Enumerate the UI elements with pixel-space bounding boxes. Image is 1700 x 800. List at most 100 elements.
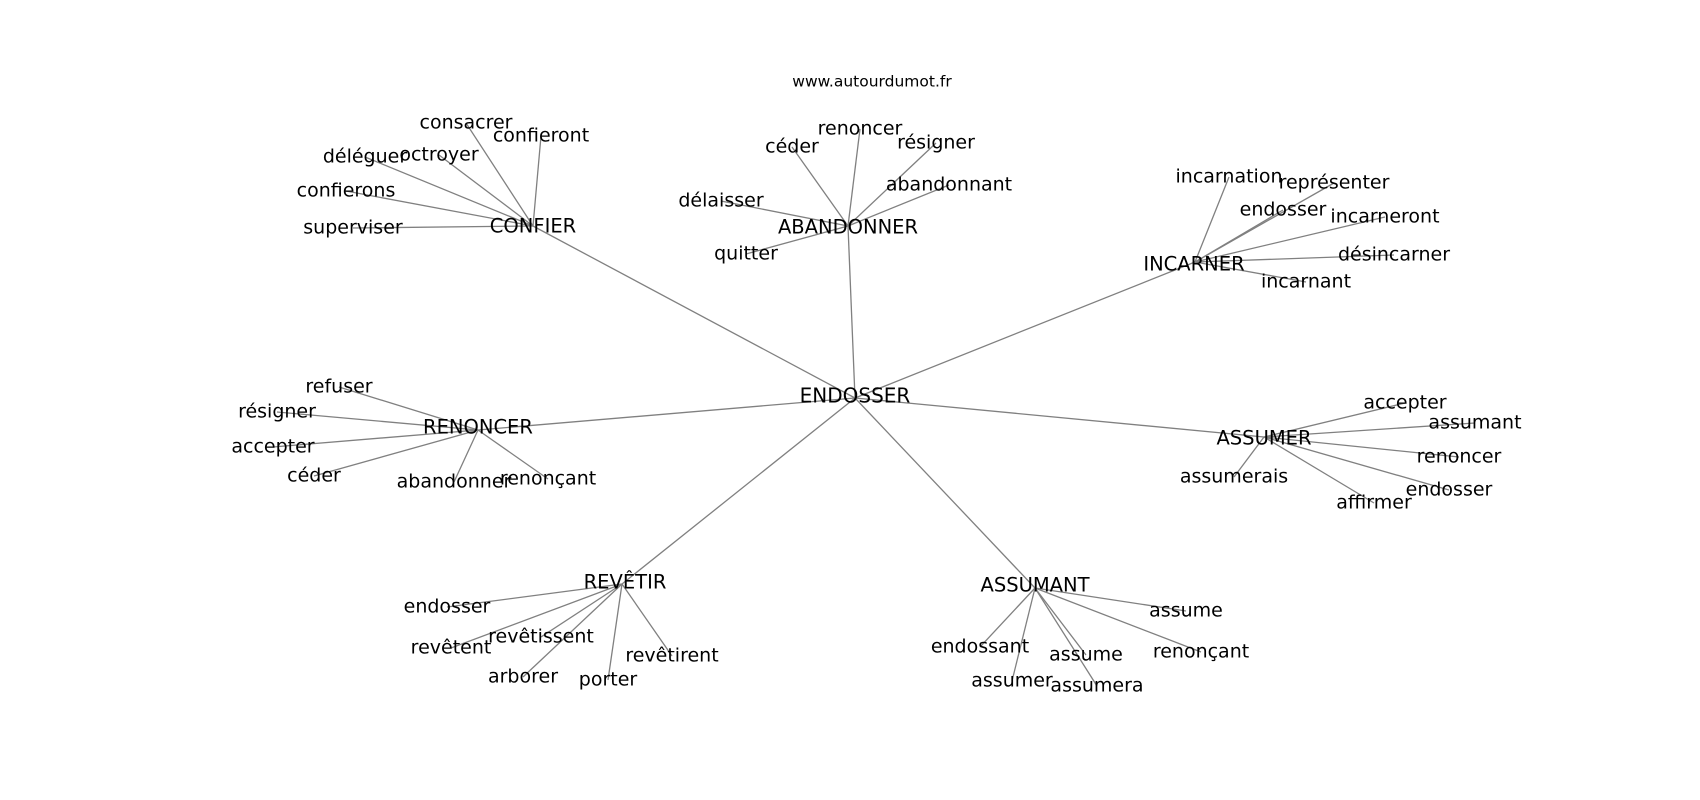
leaf-node-label[interactable]: assume — [1149, 600, 1223, 622]
edge-revêtir-leaf-2 — [540, 583, 623, 638]
leaf-node-label[interactable]: endosser — [1406, 479, 1493, 501]
edge-confier-leaf-3 — [438, 154, 534, 227]
leaf-node-label[interactable]: endossant — [931, 636, 1029, 658]
edge-incarner-leaf-0 — [1194, 176, 1230, 263]
leaf-node-label[interactable]: refuser — [305, 376, 372, 398]
leaf-node-label[interactable]: céder — [765, 136, 819, 158]
leaf-node-label[interactable]: renonçant — [500, 468, 596, 490]
edge-assumant-leaf-2 — [1034, 587, 1087, 656]
leaf-node-label[interactable]: superviser — [303, 217, 403, 239]
leaf-node-label[interactable]: accepter — [231, 436, 314, 458]
edge-abandonner-leaf-0 — [847, 128, 861, 227]
leaf-node-label[interactable]: consacrer — [420, 112, 513, 134]
edge-confier-leaf-2 — [364, 156, 534, 227]
edge-renoncer-leaf-1 — [276, 411, 479, 431]
edge-confier-leaf-5 — [352, 225, 534, 229]
leaf-node-label[interactable]: assumant — [1428, 412, 1521, 434]
leaf-node-label[interactable]: quitter — [714, 243, 778, 265]
edge-incarner-leaf-3 — [1194, 216, 1386, 263]
graph-edges — [272, 122, 1476, 687]
edge-center-abandonner — [847, 225, 856, 399]
leaf-node-label[interactable]: accepter — [1363, 392, 1446, 414]
leaf-node-label[interactable]: déléguer — [323, 146, 408, 168]
leaf-node-label[interactable]: revêtirent — [625, 645, 718, 667]
edge-assumer-leaf-1 — [1263, 422, 1476, 438]
edge-revêtir-leaf-4 — [522, 583, 623, 678]
edge-renoncer-leaf-2 — [272, 429, 479, 448]
edge-assumant-leaf-4 — [1011, 587, 1036, 682]
hub-node-label-assumer[interactable]: ASSUMER — [1216, 427, 1311, 450]
leaf-node-label[interactable]: renoncer — [818, 118, 903, 140]
edge-renoncer-leaf-4 — [453, 429, 479, 483]
edge-assumer-leaf-5 — [1263, 436, 1375, 504]
leaf-node-label[interactable]: désincarner — [1338, 244, 1450, 266]
site-label: www.autourdumot.fr — [792, 73, 952, 91]
edge-revêtir-leaf-5 — [607, 583, 623, 681]
edge-abandonner-leaf-4 — [720, 200, 849, 227]
edge-renoncer-leaf-0 — [338, 386, 479, 431]
leaf-node-label[interactable]: délaisser — [678, 190, 763, 212]
center-node-label[interactable]: ENDOSSER — [800, 384, 911, 408]
leaf-node-label[interactable]: résigner — [897, 132, 975, 154]
edge-abandonner-leaf-1 — [791, 146, 849, 227]
leaf-node-label[interactable]: renonçant — [1153, 641, 1249, 663]
edge-assumer-leaf-4 — [1263, 436, 1450, 491]
edge-assumer-leaf-0 — [1263, 402, 1406, 438]
leaf-node-label[interactable]: représenter — [1279, 172, 1390, 194]
edge-center-revêtir — [621, 397, 856, 585]
edge-revêtir-leaf-0 — [446, 583, 623, 608]
edge-assumer-leaf-3 — [1233, 436, 1265, 478]
leaf-node-label[interactable]: assumer — [971, 670, 1053, 692]
leaf-node-label[interactable]: céder — [287, 465, 341, 487]
hub-node-label-assumant[interactable]: ASSUMANT — [980, 574, 1089, 597]
hub-node-label-incarner[interactable]: INCARNER — [1143, 253, 1244, 276]
edge-center-assumer — [854, 397, 1265, 438]
leaf-node-label[interactable]: confierons — [297, 180, 396, 202]
leaf-node-label[interactable]: incarnant — [1261, 271, 1351, 293]
edge-confier-leaf-0 — [465, 122, 534, 227]
leaf-node-label[interactable]: assume — [1049, 644, 1123, 666]
leaf-node-label[interactable]: assumerais — [1180, 466, 1288, 488]
edge-center-assumant — [854, 397, 1036, 589]
edge-renoncer-leaf-5 — [477, 429, 549, 480]
leaf-node-label[interactable]: incarnation — [1176, 166, 1283, 188]
leaf-node-label[interactable]: renoncer — [1417, 446, 1502, 468]
leaf-node-label[interactable]: endosser — [404, 596, 491, 618]
edge-assumant-leaf-0 — [1034, 587, 1187, 612]
edge-confier-leaf-4 — [345, 190, 534, 227]
hub-node-label-confier[interactable]: CONFIER — [490, 215, 576, 238]
leaf-node-label[interactable]: octroyer — [399, 144, 478, 166]
leaf-node-label[interactable]: affirmer — [1336, 492, 1412, 514]
edge-assumant-leaf-3 — [1034, 587, 1202, 653]
leaf-node-label[interactable]: porter — [579, 669, 638, 691]
edge-incarner-leaf-5 — [1194, 261, 1307, 283]
hub-node-label-abandonner[interactable]: ABANDONNER — [778, 216, 918, 239]
edge-incarner-leaf-2 — [1194, 209, 1284, 263]
hub-node-label-renoncer[interactable]: RENONCER — [423, 416, 533, 439]
edge-assumer-leaf-2 — [1263, 436, 1460, 458]
leaf-node-label[interactable]: endosser — [1240, 199, 1327, 221]
leaf-node-label[interactable]: revêtissent — [488, 626, 594, 648]
edge-incarner-leaf-4 — [1194, 254, 1395, 263]
edge-revêtir-leaf-3 — [621, 583, 673, 657]
leaf-node-label[interactable]: abandonnant — [886, 174, 1012, 196]
edge-center-renoncer — [477, 397, 856, 431]
edge-confier-leaf-1 — [532, 135, 542, 227]
leaf-node-label[interactable]: résigner — [238, 401, 316, 423]
leaf-node-label[interactable]: incarneront — [1330, 206, 1439, 228]
edge-center-confier — [532, 225, 856, 399]
edge-assumant-leaf-5 — [1034, 587, 1098, 687]
edge-revêtir-leaf-1 — [450, 583, 623, 649]
edge-assumant-leaf-1 — [979, 587, 1036, 648]
leaf-node-label[interactable]: revêtent — [411, 637, 492, 659]
edge-renoncer-leaf-3 — [313, 429, 479, 477]
leaf-node-label[interactable]: confieront — [493, 125, 589, 147]
hub-node-label-revêtir[interactable]: REVÊTIR — [584, 571, 667, 594]
edge-abandonner-leaf-3 — [847, 184, 950, 227]
leaf-node-label[interactable]: abandonner — [397, 471, 512, 493]
edge-abandonner-leaf-2 — [847, 142, 937, 227]
leaf-node-label[interactable]: assumera — [1050, 675, 1143, 697]
leaf-node-label[interactable]: arborer — [488, 666, 558, 688]
